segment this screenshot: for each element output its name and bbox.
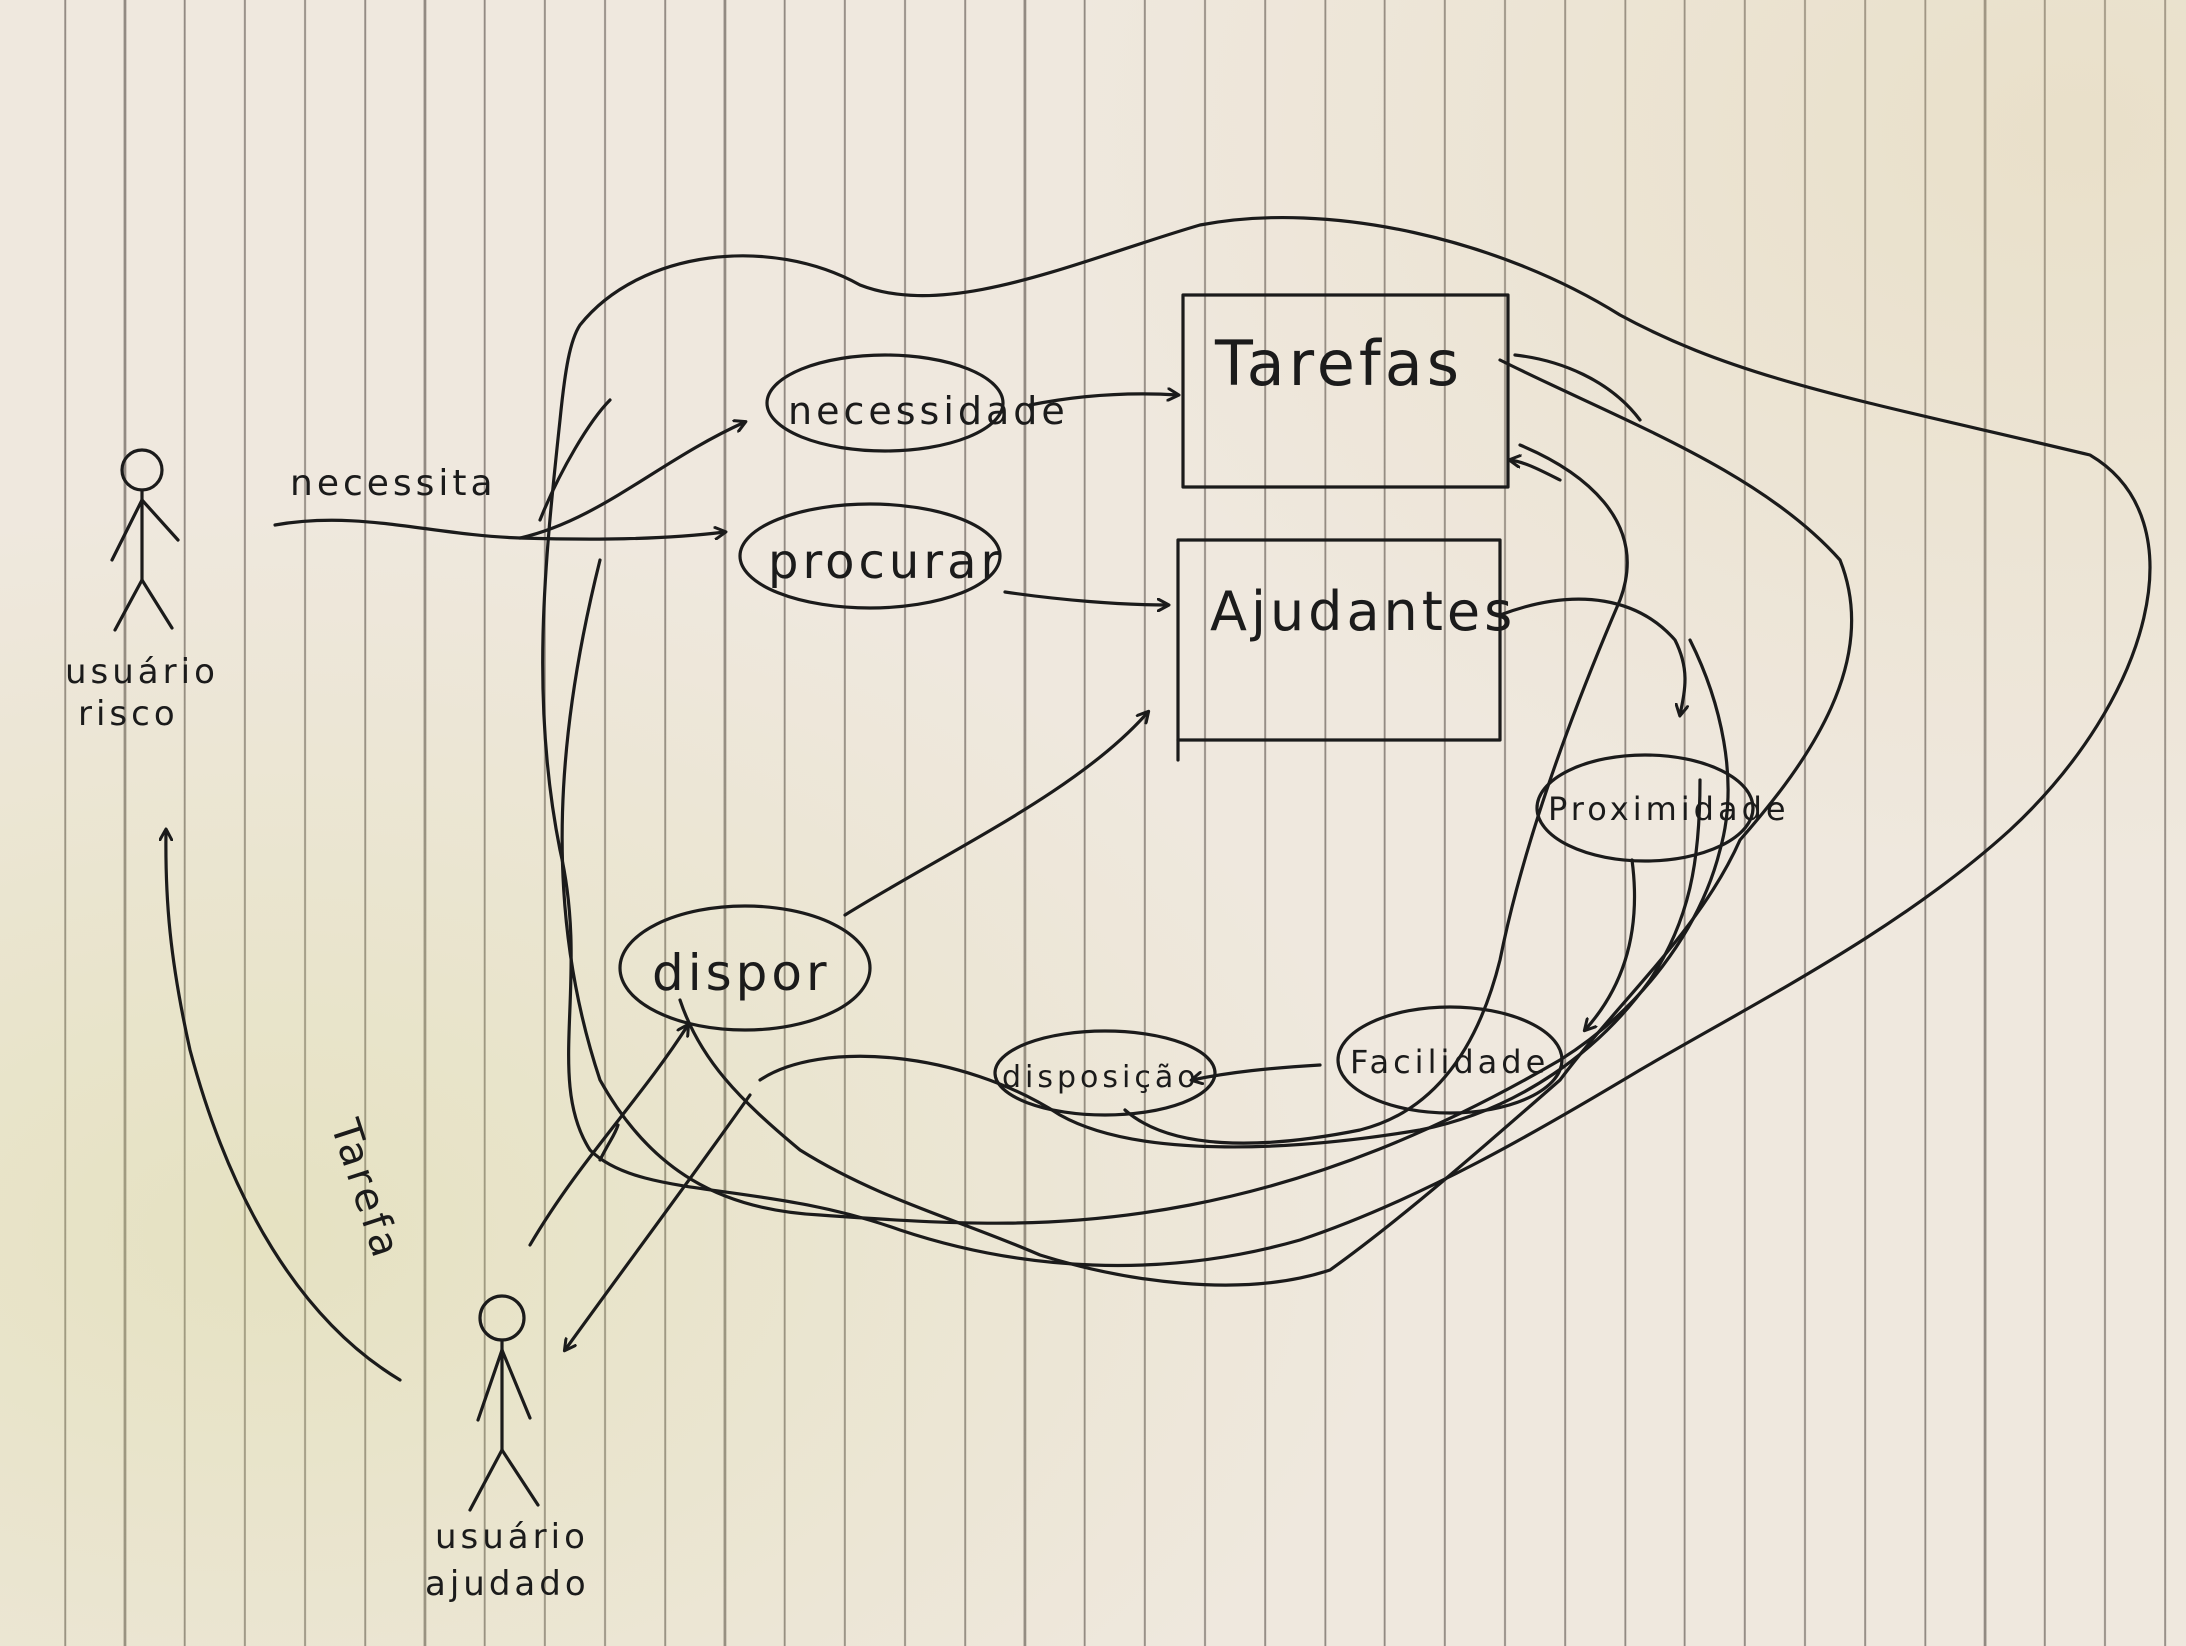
helper-user-label-line1: usuário	[435, 1517, 589, 1557]
usecase-procurar-ellipse	[738, 502, 1002, 610]
risk-user-figure	[110, 448, 180, 632]
edge-to-procurar	[518, 532, 725, 541]
edge-proximidade-facilidade	[1585, 858, 1637, 1030]
system-boundary-middle	[560, 558, 1730, 1225]
helpers-label: Ajudantes	[1210, 580, 1516, 643]
helpers-entity-box	[1176, 538, 1502, 742]
dispor-label: dispor	[652, 944, 831, 1002]
edge-ajudantes-proximidade	[1498, 597, 1685, 715]
risk-user-label-line1: usuário	[65, 652, 219, 692]
tarefas-return-stroke	[1513, 353, 1642, 422]
edge-stroke-extra	[538, 398, 612, 522]
system-boundary-bottom-loop	[758, 778, 1702, 1149]
proximidade-label: Proximidade	[1548, 790, 1790, 828]
edge-procurar-ajudantes	[1003, 590, 1168, 605]
usecase-facilidade-ellipse	[1336, 1005, 1564, 1115]
edge-dispor-ajudantes	[843, 712, 1148, 917]
system-boundary-outer	[541, 216, 2152, 1268]
helper-user-figure	[468, 1294, 540, 1512]
facilidade-label: Facilidade	[1350, 1043, 1549, 1081]
helper-user-label-line2: ajudado	[425, 1564, 590, 1604]
tasks-label: Tarefas	[1214, 327, 1463, 400]
tarefa-label: Tarefa	[321, 1113, 410, 1266]
edge-helper-dispor	[528, 1025, 688, 1247]
edge-tarefa-risk-user	[166, 830, 402, 1382]
necessidade-label: necessidade	[788, 389, 1069, 433]
tasks-entity-box	[1181, 293, 1510, 489]
necessita-label: necessita	[290, 463, 497, 504]
edge-necessidade-tarefas	[1028, 394, 1178, 407]
usecase-necessidade-ellipse	[765, 353, 1005, 453]
necessita-edge	[273, 518, 522, 540]
usecase-dispor-ellipse	[618, 904, 872, 1032]
system-boundary-inner	[678, 358, 1854, 1287]
usecase-disposicao-ellipse	[993, 1029, 1217, 1117]
usecase-proximidade-ellipse	[1535, 753, 1755, 863]
disposicao-label: disposição	[1002, 1060, 1200, 1095]
edge-facilidade-disposicao	[1192, 1063, 1322, 1080]
edge-disposicao-tarefas-head	[1510, 460, 1562, 482]
edge-disposicao-helper	[565, 1093, 752, 1350]
edge-to-necessidade	[518, 422, 745, 540]
edge-disposicao-tarefas-path	[1123, 443, 1629, 1145]
risk-user-label-line2: risco	[78, 694, 179, 734]
edge-helper-dispor-tick	[598, 1123, 620, 1162]
procurar-label: procurar	[768, 534, 1004, 590]
